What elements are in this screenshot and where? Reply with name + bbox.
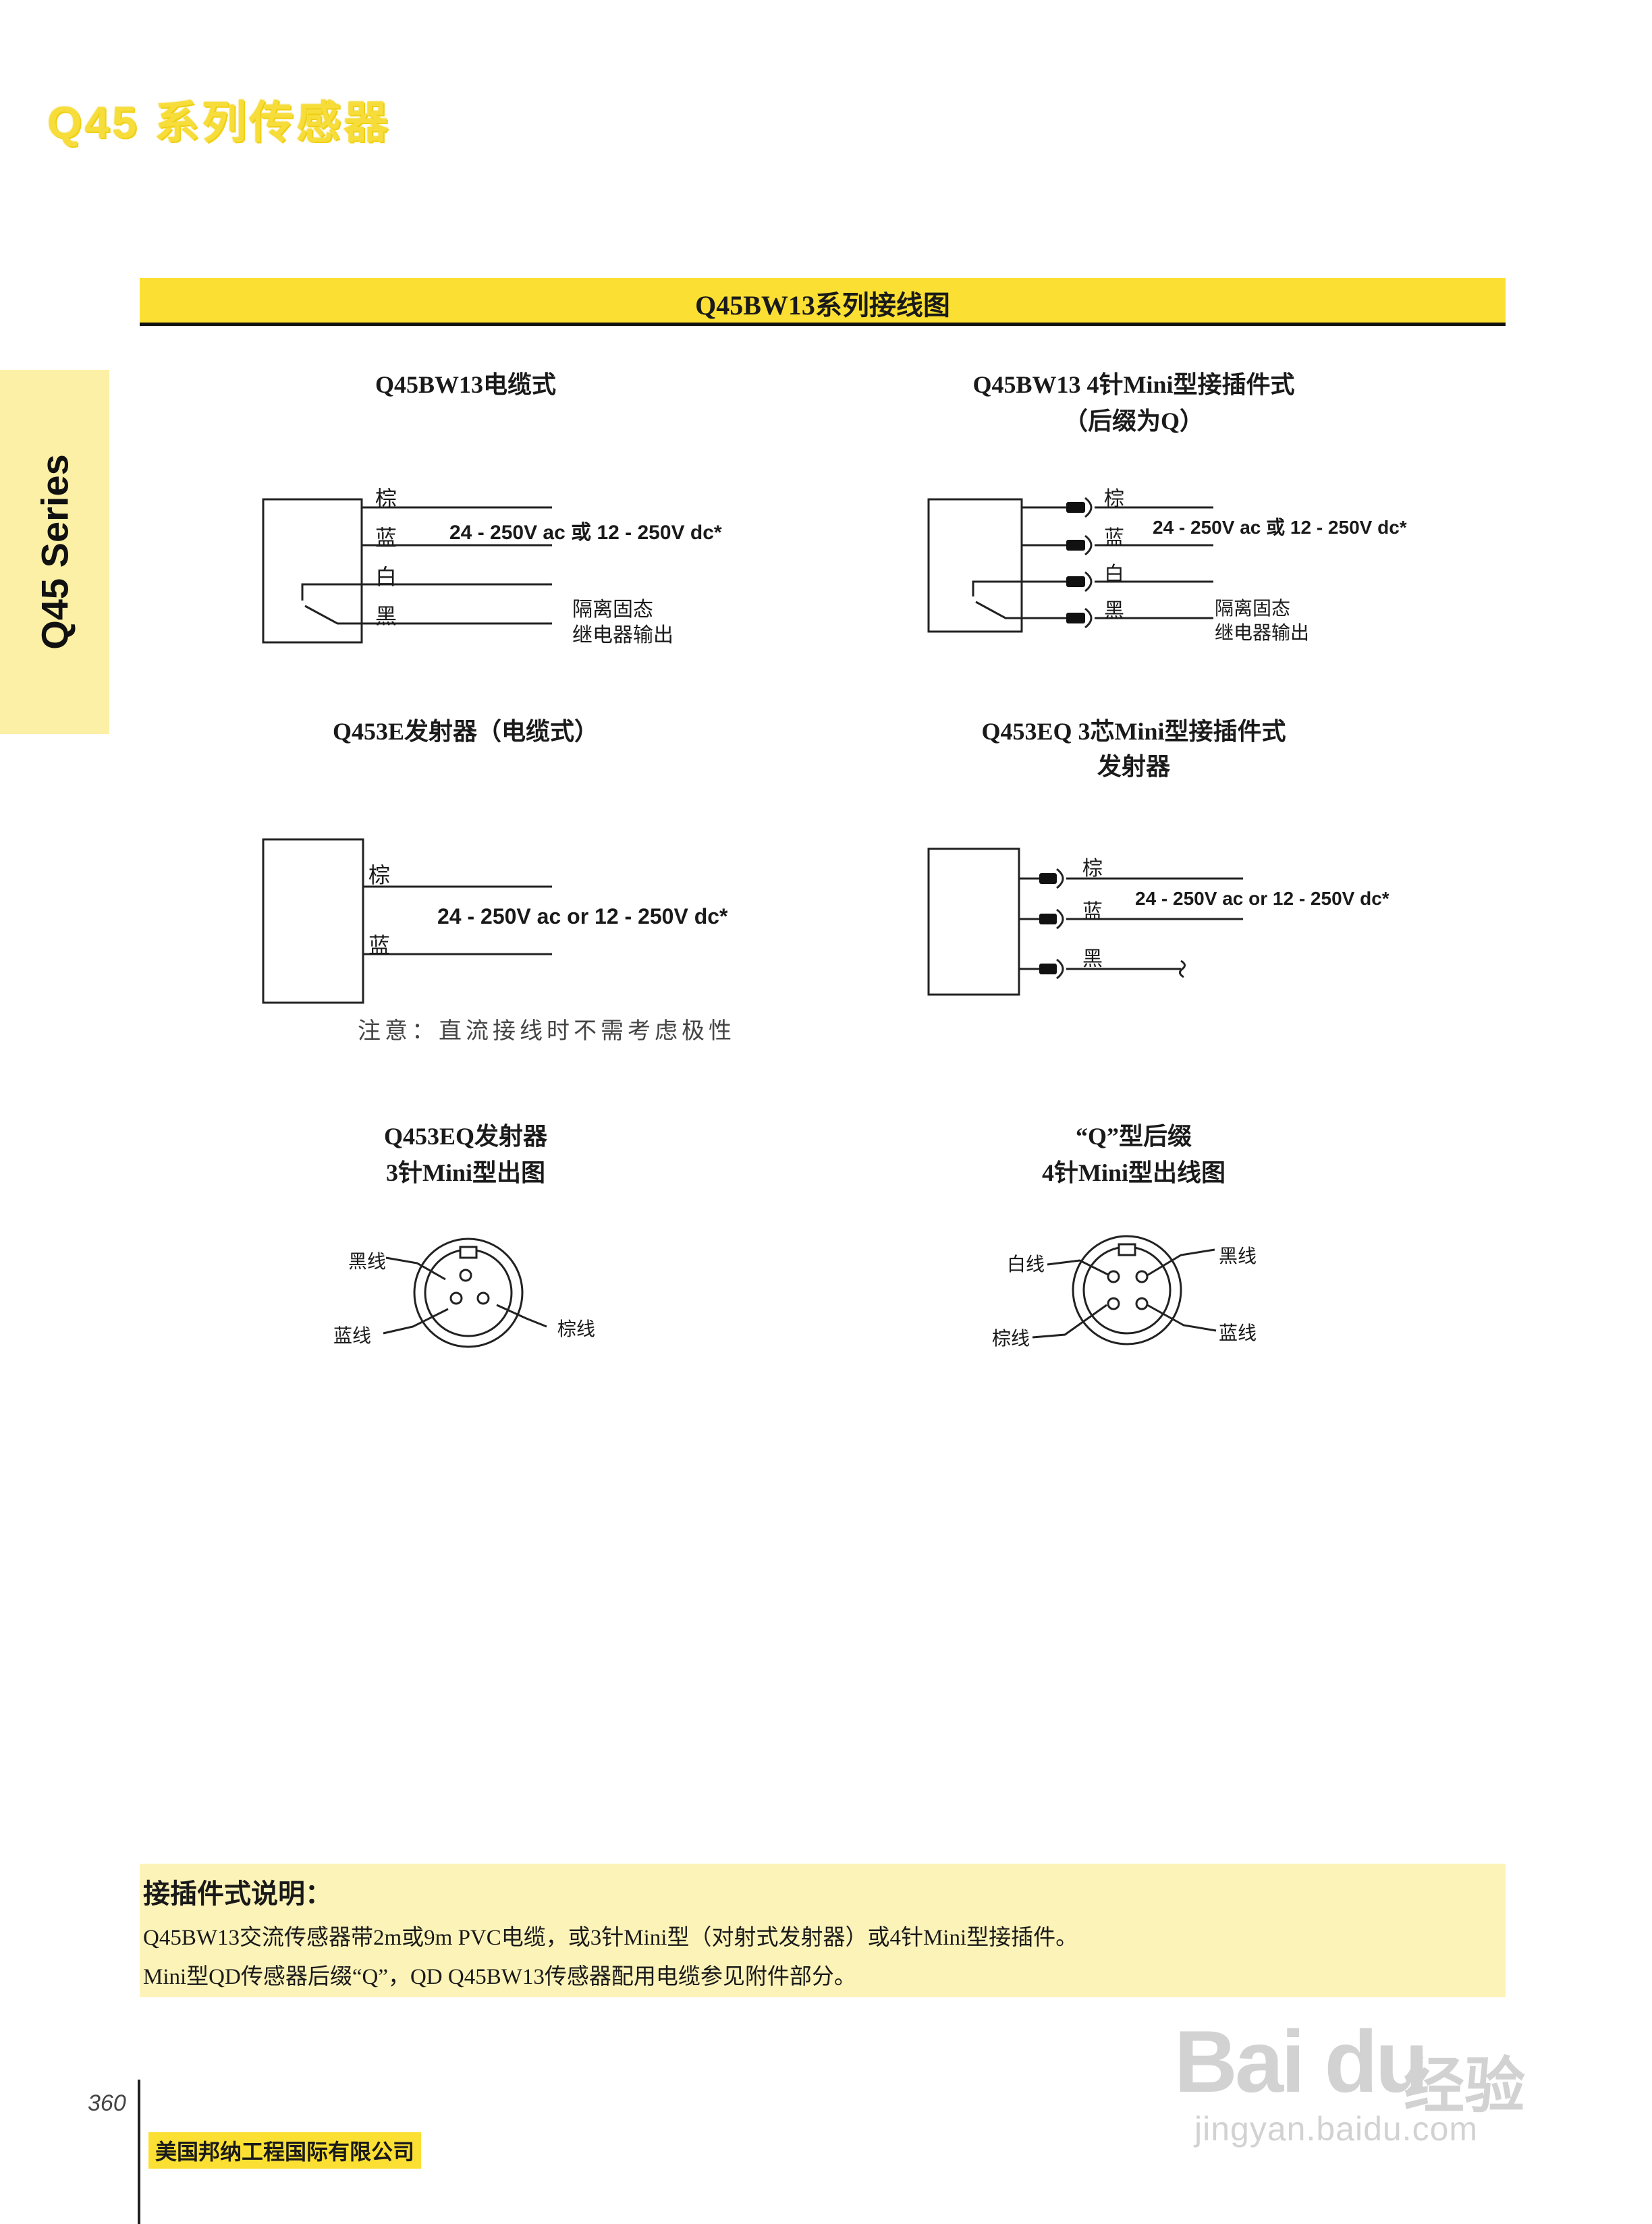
connector-4pin-inner xyxy=(1082,1246,1172,1335)
section-title-bar: Q45BW13系列接线图 xyxy=(140,278,1506,326)
sensor-body-1 xyxy=(262,498,363,644)
connector-3pin-outer xyxy=(413,1238,524,1348)
company-name: 美国邦纳工程国际有限公司 xyxy=(148,2132,422,2169)
d1-wire-white-label: 白 xyxy=(375,565,397,589)
diagram-5-title-line1: Q453EQ发射器 xyxy=(383,1123,548,1150)
d2-wire-black-label: 黑 xyxy=(1104,600,1124,622)
diagram-2-title-line1: Q45BW13 4针Mini型接插件式 xyxy=(972,371,1295,398)
d3-supply-label: 24 - 250V ac or 12 - 250V dc* xyxy=(437,904,728,928)
footer-rule xyxy=(138,2080,140,2224)
d6-blue-wire-label: 蓝线 xyxy=(1219,1323,1257,1343)
d3-wire-blue-label: 蓝 xyxy=(368,933,391,957)
d1-supply-label: 24 - 250V ac 或 12 - 250V dc* xyxy=(449,522,722,544)
section-title: Q45BW13系列接线图 xyxy=(695,290,950,321)
d5-black-wire-label: 黑线 xyxy=(348,1251,387,1272)
d5-blue-wire-label: 蓝线 xyxy=(333,1325,372,1346)
d3-wire-brown-label: 棕 xyxy=(368,863,391,887)
relay-contact-1b xyxy=(304,605,362,625)
watermark-brand: 经验 xyxy=(1404,2051,1525,2121)
d5-brown-wire-label: 棕线 xyxy=(557,1318,596,1339)
d4-wire-black-label: 黑 xyxy=(1082,948,1103,970)
diagram-1-title: Q45BW13电缆式 xyxy=(375,371,556,398)
d2-output-label-2: 继电器输出 xyxy=(1215,622,1310,643)
watermark-url: jingyan.baidu.com xyxy=(1194,2110,1479,2148)
d2-supply-label: 24 - 250V ac 或 12 - 250V dc* xyxy=(1153,517,1407,538)
diagram-4-title-line2: 发射器 xyxy=(1097,753,1170,780)
d6-brown-wire-label: 棕线 xyxy=(992,1328,1030,1349)
diagram-5-title-line2: 3针Mini型出图 xyxy=(385,1159,545,1186)
d1-wire-brown-label: 棕 xyxy=(375,486,397,511)
diagram-6-title-line1: “Q”型后缀 xyxy=(1075,1123,1192,1150)
polarity-note: 注意：直流接线时不需考虑极性 xyxy=(358,1018,736,1045)
sensor-body-3 xyxy=(262,838,364,1004)
d2-wire-white-label: 白 xyxy=(1104,563,1124,586)
sensor-body-4 xyxy=(927,847,1020,996)
relay-contact-1a xyxy=(301,583,362,601)
connector-info-box xyxy=(140,1864,1506,1997)
d1-wire-black-label: 黑 xyxy=(375,604,397,628)
d1-output-label-1: 隔离固态 xyxy=(572,599,653,621)
side-tab: Q45 Series xyxy=(0,370,109,734)
diagram-6-title-line2: 4针Mini型出线图 xyxy=(1041,1159,1226,1186)
d2-wire-brown-label: 棕 xyxy=(1104,488,1124,510)
baidu-watermark: Bai du 经验 jingyan.baidu.com xyxy=(1174,1997,1552,2148)
d6-black-wire-label: 黑线 xyxy=(1219,1246,1257,1267)
connector-4pin-outer xyxy=(1072,1235,1182,1345)
d4-wire-brown-label: 棕 xyxy=(1082,858,1103,880)
connector-info-line-2: Mini型QD传感器后缀“Q”，QD Q45BW13传感器配用电缆参见附件部分。 xyxy=(143,1965,856,1989)
watermark-logo: Bai du xyxy=(1174,2012,1429,2111)
d4-supply-label: 24 - 250V ac or 12 - 250V dc* xyxy=(1135,888,1389,909)
d2-output-label-1: 隔离固态 xyxy=(1215,598,1291,619)
d4-wire-blue-label: 蓝 xyxy=(1082,901,1103,923)
page-header-title: Q45 系列传感器 xyxy=(47,97,391,147)
diagram-3-title: Q453E发射器（电缆式） xyxy=(332,718,599,745)
d1-output-label-2: 继电器输出 xyxy=(572,624,673,646)
diagram-2-title-line2: （后缀为Q） xyxy=(1063,408,1204,435)
d6-white-wire-label: 白线 xyxy=(1007,1254,1045,1275)
connector-3pin-inner xyxy=(424,1248,513,1337)
connector-info-line-1: Q45BW13交流传感器带2m或9m PVC电缆，或3针Mini型（对射式发射器… xyxy=(143,1926,1078,1950)
d1-wire-blue-label: 蓝 xyxy=(375,526,397,550)
connector-info-title: 接插件式说明： xyxy=(143,1879,332,1909)
sensor-body-2 xyxy=(927,498,1023,633)
d2-wire-blue-label: 蓝 xyxy=(1104,527,1124,549)
diagram-4-title-line1: Q453EQ 3芯Mini型接插件式 xyxy=(981,718,1286,745)
page-number: 360 xyxy=(88,2090,126,2116)
